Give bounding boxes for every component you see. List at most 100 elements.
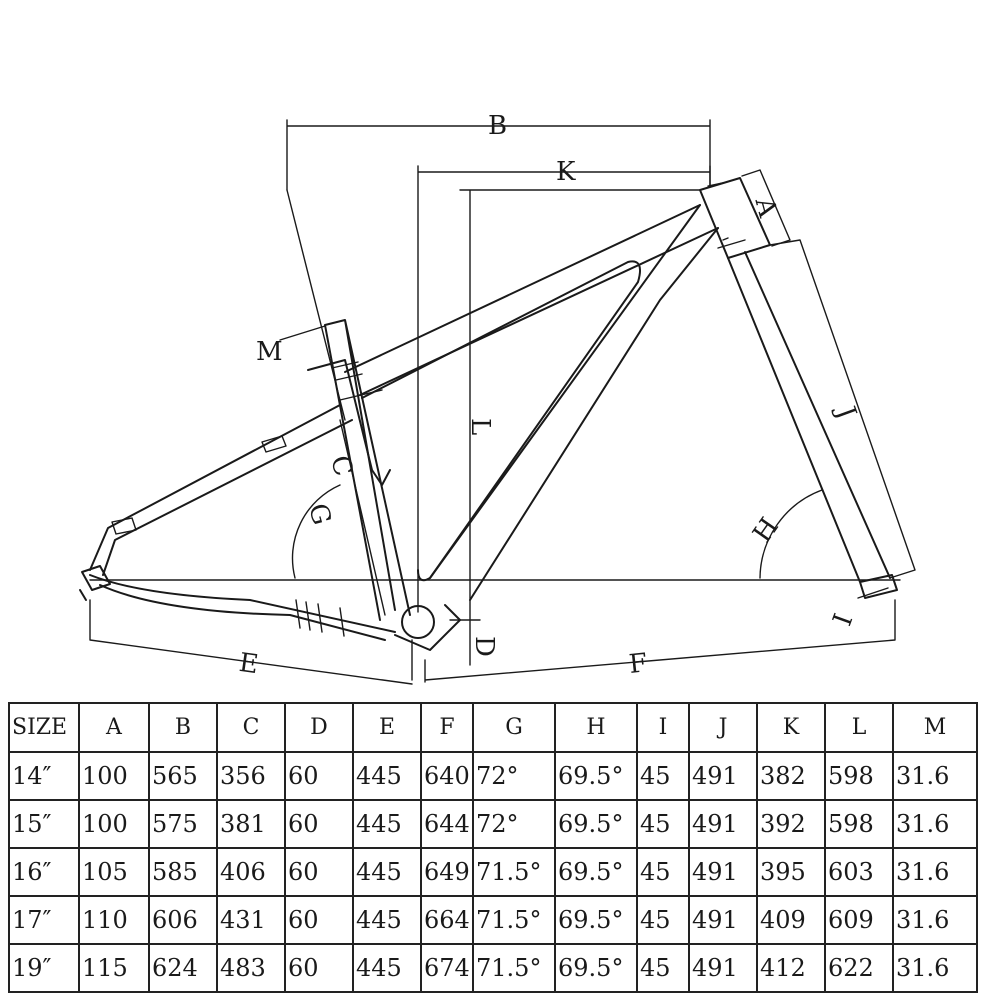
table-cell-b: 575 — [148, 799, 218, 849]
label-J: J — [829, 400, 862, 423]
table-cell-a: 115 — [78, 943, 150, 993]
table-cell-size: 14″ — [8, 751, 80, 801]
label-G: G — [302, 500, 336, 528]
table-cell-size: 15″ — [8, 799, 80, 849]
table-cell-f: 674 — [420, 943, 474, 993]
table-cell-e: 445 — [352, 847, 422, 897]
table-cell-g: 72° — [472, 799, 556, 849]
frame-geometry-diagram: B K A M L J C G H I D E F — [79, 111, 916, 685]
table-cell-f: 664 — [420, 895, 474, 945]
table-cell-a: 100 — [78, 751, 150, 801]
table-cell-l: 622 — [824, 943, 894, 993]
table-cell-k: 412 — [756, 943, 826, 993]
header-I: I — [636, 702, 690, 753]
table-cell-a: 100 — [78, 799, 150, 849]
label-K: K — [556, 157, 576, 187]
label-B: B — [488, 111, 507, 141]
table-cell-i: 45 — [636, 895, 690, 945]
header-H: H — [554, 702, 638, 753]
label-I: I — [828, 610, 860, 630]
table-cell-i: 45 — [636, 943, 690, 993]
table-cell-c: 483 — [216, 943, 286, 993]
table-cell-m: 31.6 — [892, 751, 978, 801]
table-cell-c: 381 — [216, 799, 286, 849]
table-cell-g: 71.5° — [472, 943, 556, 993]
table-cell-h: 69.5° — [554, 847, 638, 897]
table-cell-c: 356 — [216, 751, 286, 801]
down-tube — [429, 204, 719, 601]
table-cell-k: 409 — [756, 895, 826, 945]
table-cell-h: 69.5° — [554, 751, 638, 801]
table-cell-i: 45 — [636, 751, 690, 801]
label-F: F — [628, 648, 649, 680]
table-cell-j: 491 — [688, 751, 758, 801]
bike-frame-drawing — [79, 177, 898, 651]
table-cell-i: 45 — [636, 799, 690, 849]
table-cell-a: 105 — [78, 847, 150, 897]
header-F: F — [420, 702, 474, 753]
table-header-row: SIZE A B C D E F G H I J K L M — [8, 702, 978, 753]
label-E: E — [237, 648, 260, 680]
top-tube — [344, 204, 719, 396]
table-cell-j: 491 — [688, 799, 758, 849]
label-D: D — [469, 636, 499, 657]
table-cell-f: 644 — [420, 799, 474, 849]
fork-line — [727, 251, 898, 599]
header-B: B — [148, 702, 218, 753]
table-cell-i: 45 — [636, 847, 690, 897]
table-cell-b: 565 — [148, 751, 218, 801]
table-cell-j: 491 — [688, 847, 758, 897]
table-cell-g: 71.5° — [472, 847, 556, 897]
table-cell-c: 431 — [216, 895, 286, 945]
table-cell-e: 445 — [352, 799, 422, 849]
table-cell-m: 31.6 — [892, 943, 978, 993]
table-cell-size: 17″ — [8, 895, 80, 945]
table-cell-e: 445 — [352, 751, 422, 801]
table-cell-d: 60 — [284, 751, 354, 801]
header-size: SIZE — [8, 702, 80, 753]
table-cell-d: 60 — [284, 799, 354, 849]
dimension-lines — [89, 119, 916, 685]
header-E: E — [352, 702, 422, 753]
label-L: L — [465, 418, 495, 435]
header-K: K — [756, 702, 826, 753]
table-cell-a: 110 — [78, 895, 150, 945]
table-cell-j: 491 — [688, 895, 758, 945]
table-cell-b: 624 — [148, 943, 218, 993]
table-cell-f: 649 — [420, 847, 474, 897]
seat-stay — [89, 404, 353, 576]
table-cell-g: 71.5° — [472, 895, 556, 945]
table-cell-b: 606 — [148, 895, 218, 945]
table-cell-m: 31.6 — [892, 847, 978, 897]
label-M: M — [256, 337, 283, 367]
table-cell-d: 60 — [284, 847, 354, 897]
table-cell-k: 395 — [756, 847, 826, 897]
table-cell-l: 609 — [824, 895, 894, 945]
table-cell-d: 60 — [284, 895, 354, 945]
table-cell-c: 406 — [216, 847, 286, 897]
header-A: A — [78, 702, 150, 753]
table-cell-d: 60 — [284, 943, 354, 993]
table-cell-k: 392 — [756, 799, 826, 849]
table-cell-h: 69.5° — [554, 895, 638, 945]
header-L: L — [824, 702, 894, 753]
table-cell-g: 72° — [472, 751, 556, 801]
header-C: C — [216, 702, 286, 753]
table-cell-h: 69.5° — [554, 943, 638, 993]
header-J: J — [688, 702, 758, 753]
table-cell-j: 491 — [688, 943, 758, 993]
table-cell-size: 16″ — [8, 847, 80, 897]
chain-stay — [89, 574, 396, 641]
table-cell-h: 69.5° — [554, 799, 638, 849]
table-cell-f: 640 — [420, 751, 474, 801]
table-cell-m: 31.6 — [892, 799, 978, 849]
table-cell-k: 382 — [756, 751, 826, 801]
table-cell-l: 598 — [824, 751, 894, 801]
header-D: D — [284, 702, 354, 753]
header-M: M — [892, 702, 978, 753]
